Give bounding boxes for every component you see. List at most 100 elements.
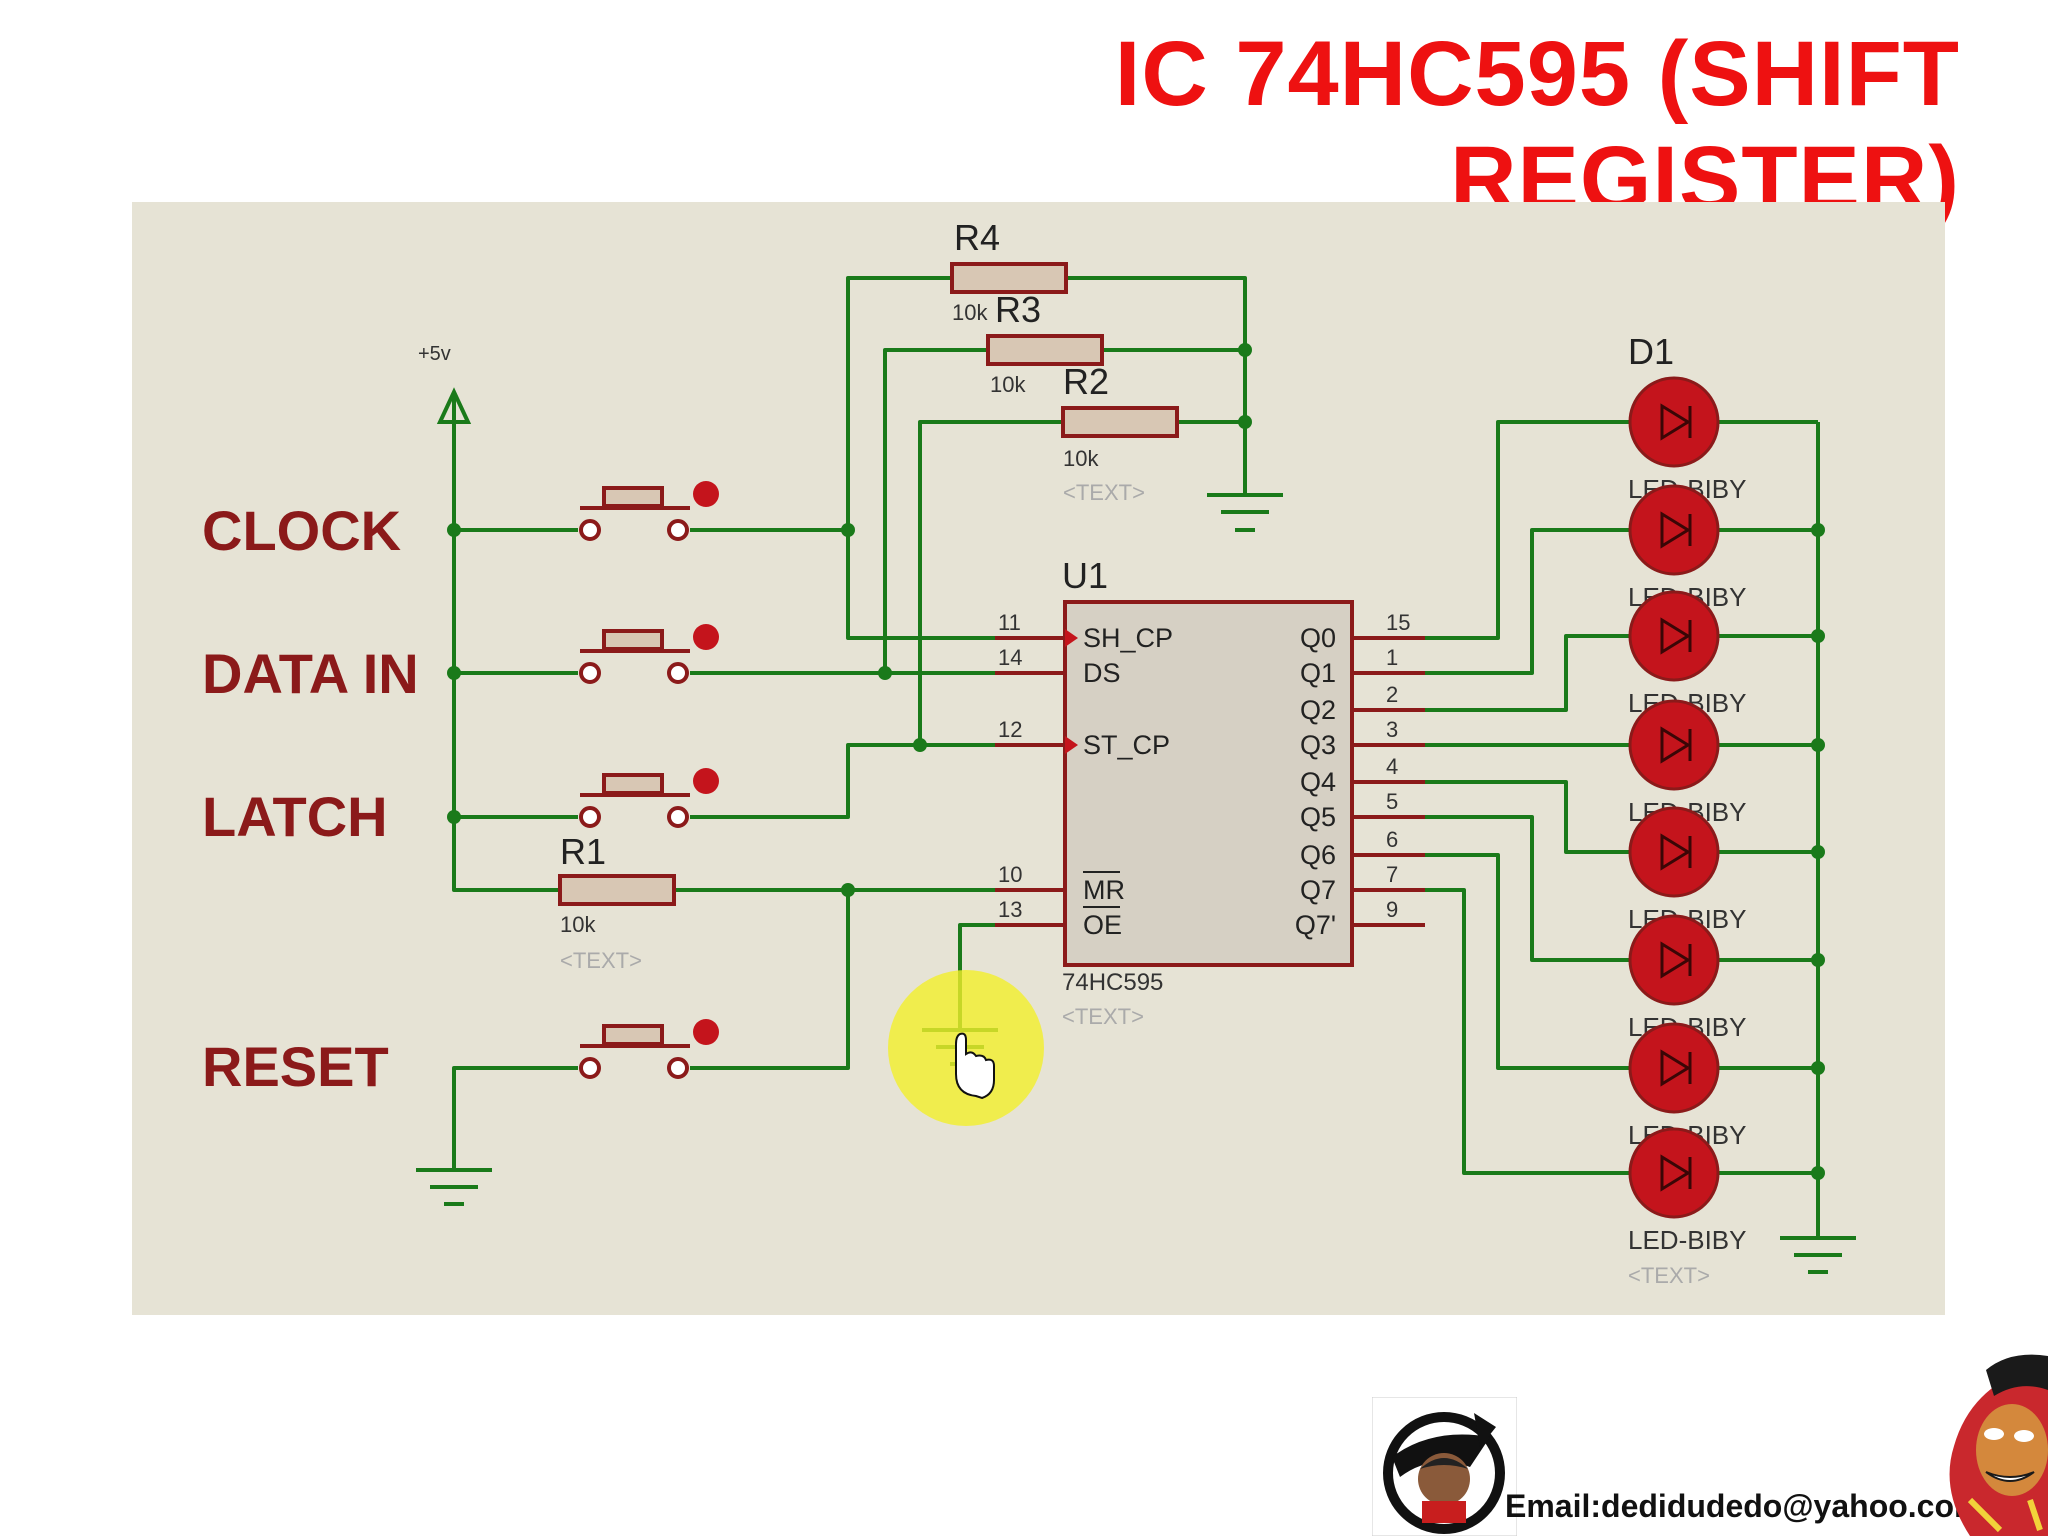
ic-pin-name: Q0 xyxy=(1300,623,1336,653)
vcc-label: +5v xyxy=(418,343,451,365)
ic-pin-number: 15 xyxy=(1386,610,1410,635)
ic-pin-q7: 9Q7' xyxy=(1295,897,1425,940)
resistor-r1[interactable]: R1 10k <TEXT> xyxy=(558,831,676,973)
ic-pin-name: Q1 xyxy=(1300,658,1336,688)
led-body xyxy=(1628,1127,1720,1219)
ic-pin-name: Q6 xyxy=(1300,840,1336,870)
ic-pin-number: 11 xyxy=(998,610,1021,635)
resistor-ref: R3 xyxy=(995,289,1041,330)
resistor-text: <TEXT> xyxy=(1063,480,1145,505)
ic-pin-number: 3 xyxy=(1386,717,1398,742)
led-first-ref: D1 xyxy=(1628,331,1674,372)
ic-pin-name: DS xyxy=(1083,658,1121,688)
button-cap xyxy=(602,773,664,795)
ic-pin-number: 5 xyxy=(1386,789,1398,814)
ic-pin-name: Q7 xyxy=(1300,875,1336,905)
button-cap xyxy=(602,486,664,508)
clock-input-marker xyxy=(1065,629,1078,647)
diode-icon xyxy=(1660,511,1692,549)
push-button-1[interactable] xyxy=(579,481,719,541)
ground-symbol-leds xyxy=(1780,1236,1856,1274)
wire-data-r3 xyxy=(883,348,988,673)
ic-pin-name: OE xyxy=(1083,910,1122,940)
resistor-value: 10k xyxy=(1063,446,1099,471)
ic-pin-name: ST_CP xyxy=(1083,730,1170,760)
button-contact xyxy=(579,662,601,684)
ic-pin-number: 1 xyxy=(1386,645,1398,670)
button-cap xyxy=(602,1024,664,1046)
diode-icon xyxy=(1660,941,1692,979)
ic-pin-number: 2 xyxy=(1386,682,1398,707)
input-label-latch: LATCH xyxy=(202,785,388,848)
resistor-ref: R4 xyxy=(954,217,1000,258)
hand-cursor-icon xyxy=(955,1032,995,1100)
clock-input-marker xyxy=(1065,736,1078,754)
led-body xyxy=(1628,590,1720,682)
resistors: R1 10k <TEXT> R2 10k <TEXT> R3 10k R4 10… xyxy=(558,217,1179,973)
diode-icon xyxy=(1660,403,1692,441)
diode-icon xyxy=(1660,726,1692,764)
resistor-r2[interactable]: R2 10k <TEXT> xyxy=(1061,361,1179,505)
wire-vcc-rail xyxy=(452,420,560,892)
ic-pin-number: 13 xyxy=(998,897,1022,922)
ic-pin-name: Q7' xyxy=(1295,910,1336,940)
junction-dots xyxy=(447,343,1825,1180)
diode-icon xyxy=(1660,617,1692,655)
led-body xyxy=(1628,699,1720,791)
ic-text: <TEXT> xyxy=(1062,1004,1144,1029)
button-contact xyxy=(667,1057,689,1079)
input-label-data-in: DATA IN xyxy=(202,642,419,705)
resistor-value: 10k xyxy=(560,912,596,937)
wire-reset-mr xyxy=(690,890,850,1070)
ic-pin-number: 14 xyxy=(998,645,1022,670)
author-caricature xyxy=(1949,1354,2048,1536)
ic-pin-name: MR xyxy=(1083,875,1125,905)
wire-q1-led xyxy=(1352,528,1640,675)
push-button-3[interactable] xyxy=(579,768,719,828)
button-contact xyxy=(667,519,689,541)
resistor-r3[interactable]: R3 10k xyxy=(986,289,1104,397)
ic-74hc595[interactable]: U1 74HC595 <TEXT> 11SH_CP14DS12ST_CP10MR… xyxy=(995,555,1425,1029)
resistor-r4[interactable]: R4 10k xyxy=(950,217,1068,325)
led-body xyxy=(1628,376,1720,468)
ic-pin-q3: 3Q3 xyxy=(1300,717,1425,760)
resistor-ref: R2 xyxy=(1063,361,1109,402)
leds: LED-BIBYLED-BIBYLED-BIBYLED-BIBYLED-BIBY… xyxy=(1628,376,1747,1255)
ic-pin-name: Q4 xyxy=(1300,767,1336,797)
slide-title: IC 74HC595 (SHIFT REGISTER) xyxy=(1114,23,1960,230)
button-state-indicator xyxy=(693,624,719,650)
cursor-highlight xyxy=(888,970,1044,1126)
diode-icon xyxy=(1660,833,1692,871)
button-contact xyxy=(579,1057,601,1079)
ground-symbol-reset xyxy=(416,1168,492,1206)
push-button-4[interactable] xyxy=(579,1019,719,1079)
ic-pin-number: 10 xyxy=(998,862,1022,887)
wire-q5-led xyxy=(1352,815,1640,962)
led-d8[interactable]: LED-BIBY xyxy=(1628,1127,1747,1255)
led-body xyxy=(1628,914,1720,1006)
footer-email[interactable]: Email:dedidudedo@yahoo.com xyxy=(1505,1488,1983,1524)
button-state-indicator xyxy=(693,768,719,794)
push-button-2[interactable] xyxy=(579,624,719,684)
led-d7[interactable]: LED-BIBY xyxy=(1628,1022,1747,1150)
ic-pin-name: Q5 xyxy=(1300,802,1336,832)
push-buttons xyxy=(579,481,719,1079)
diode-icon xyxy=(1660,1154,1692,1192)
ic-pin-q1: 1Q1 xyxy=(1300,645,1425,688)
ic-pin-number: 7 xyxy=(1386,862,1398,887)
ic-pin-name: SH_CP xyxy=(1083,623,1173,653)
led-body xyxy=(1628,1022,1720,1114)
input-labels: CLOCK DATA IN LATCH RESET xyxy=(202,499,419,1098)
wire-st-cp-r2 xyxy=(918,420,1063,745)
led-body xyxy=(1628,806,1720,898)
ic-pin-q5: 5Q5 xyxy=(1300,789,1425,832)
wire-latch-st-cp xyxy=(690,743,1055,819)
